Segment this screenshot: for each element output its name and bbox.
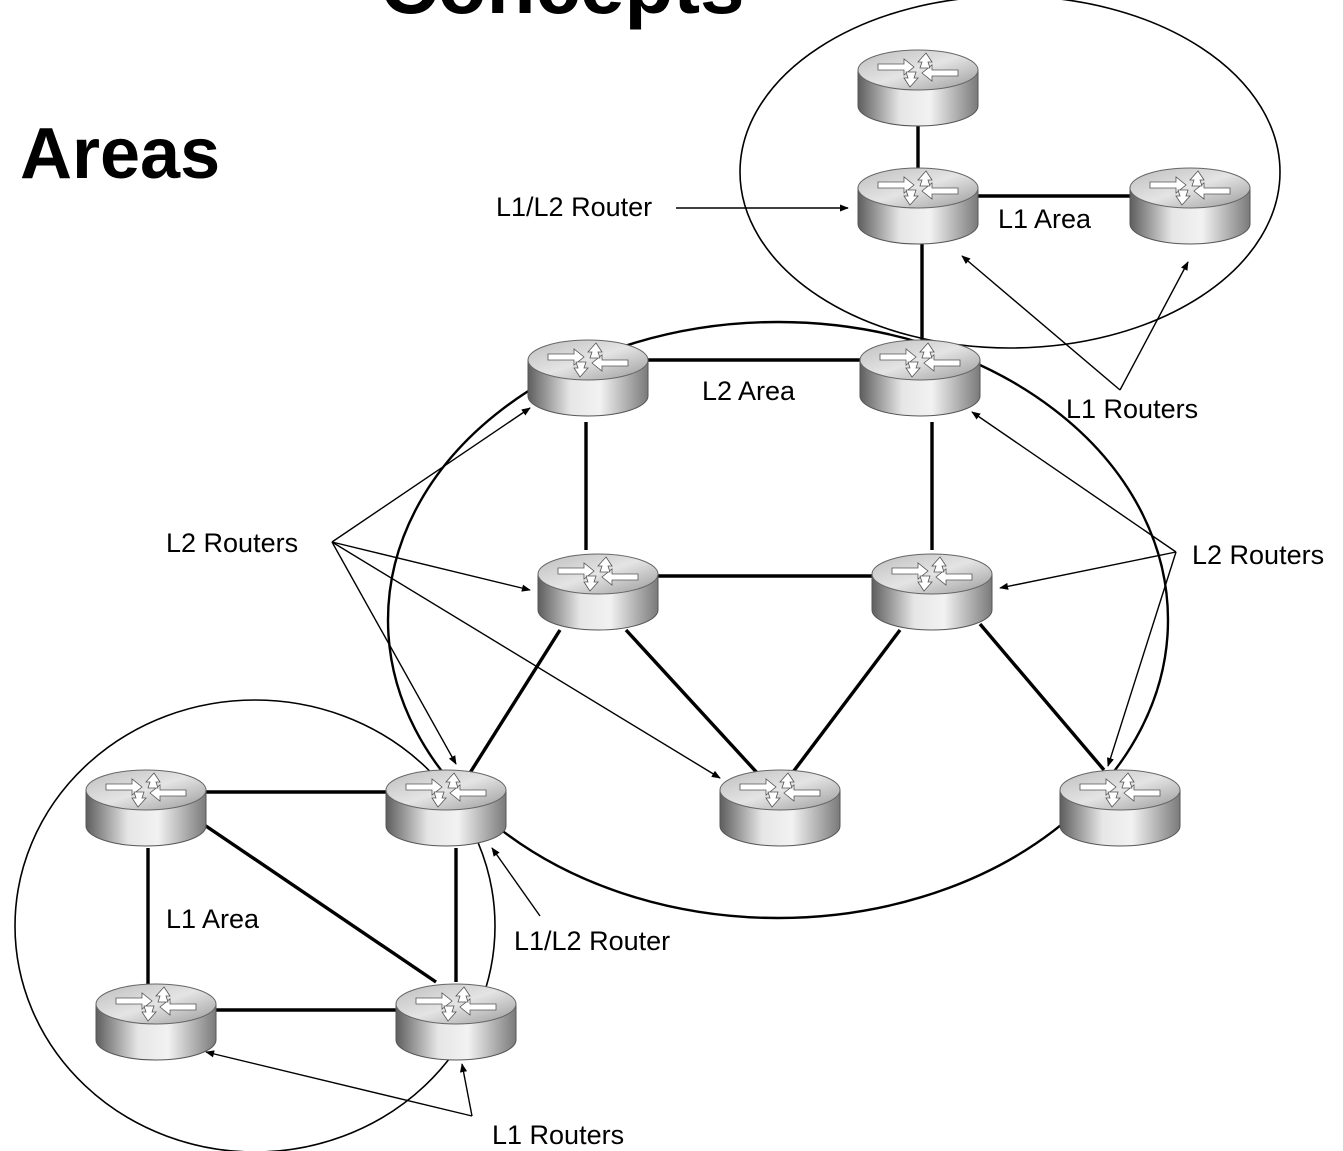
page-title: Areas (20, 114, 221, 194)
arrow (999, 551, 1177, 590)
links (146, 120, 1132, 1012)
bottom-l1l2-router-label: L1/L2 Router (514, 926, 670, 956)
link (199, 820, 437, 984)
arrow (331, 541, 457, 765)
arrow (459, 1063, 473, 1117)
arrow (1119, 261, 1189, 391)
left-l2-routers-label: L2 Routers (166, 528, 298, 558)
router-icon (527, 339, 649, 417)
bottom-l1-routers-label: L1 Routers (492, 1120, 624, 1150)
router-icon (859, 339, 981, 417)
router-icon (385, 769, 507, 847)
top-l1-routers-label: L1 Routers (1066, 394, 1198, 424)
router-icon (1059, 769, 1181, 847)
router-icon (95, 983, 217, 1061)
arrow (205, 1050, 473, 1117)
right-l2-routers-label: L2 Routers (1192, 540, 1324, 570)
router-icon (857, 167, 979, 245)
router-icon (871, 553, 993, 631)
top-l1l2-router-label: L1/L2 Router (496, 192, 652, 222)
bottom-l1-area-boundary (14, 699, 496, 1151)
link (978, 622, 1106, 772)
l2-area-boundary (386, 320, 1170, 920)
router-icon (537, 553, 659, 631)
link (624, 628, 762, 778)
arrow (331, 541, 721, 779)
bottom-l1-area-label: L1 Area (166, 904, 260, 934)
top-l1-area-label: L1 Area (998, 204, 1092, 234)
router-icon (85, 769, 207, 847)
router-icon (719, 769, 841, 847)
top-l1-area-boundary (739, 0, 1281, 349)
arrow (1107, 551, 1177, 767)
l2-area-label: L2 Area (702, 376, 796, 406)
router-icon (857, 49, 979, 127)
link (788, 628, 902, 778)
arrow (331, 541, 531, 592)
router-icon (1129, 167, 1251, 245)
title-fragment: Concepts (380, 0, 745, 26)
link (466, 629, 562, 777)
arrow (971, 411, 1177, 553)
arrow (961, 255, 1121, 391)
router-icon (395, 983, 517, 1061)
arrow (491, 847, 541, 917)
callout-arrows (205, 204, 1189, 1117)
arrow (331, 407, 531, 543)
